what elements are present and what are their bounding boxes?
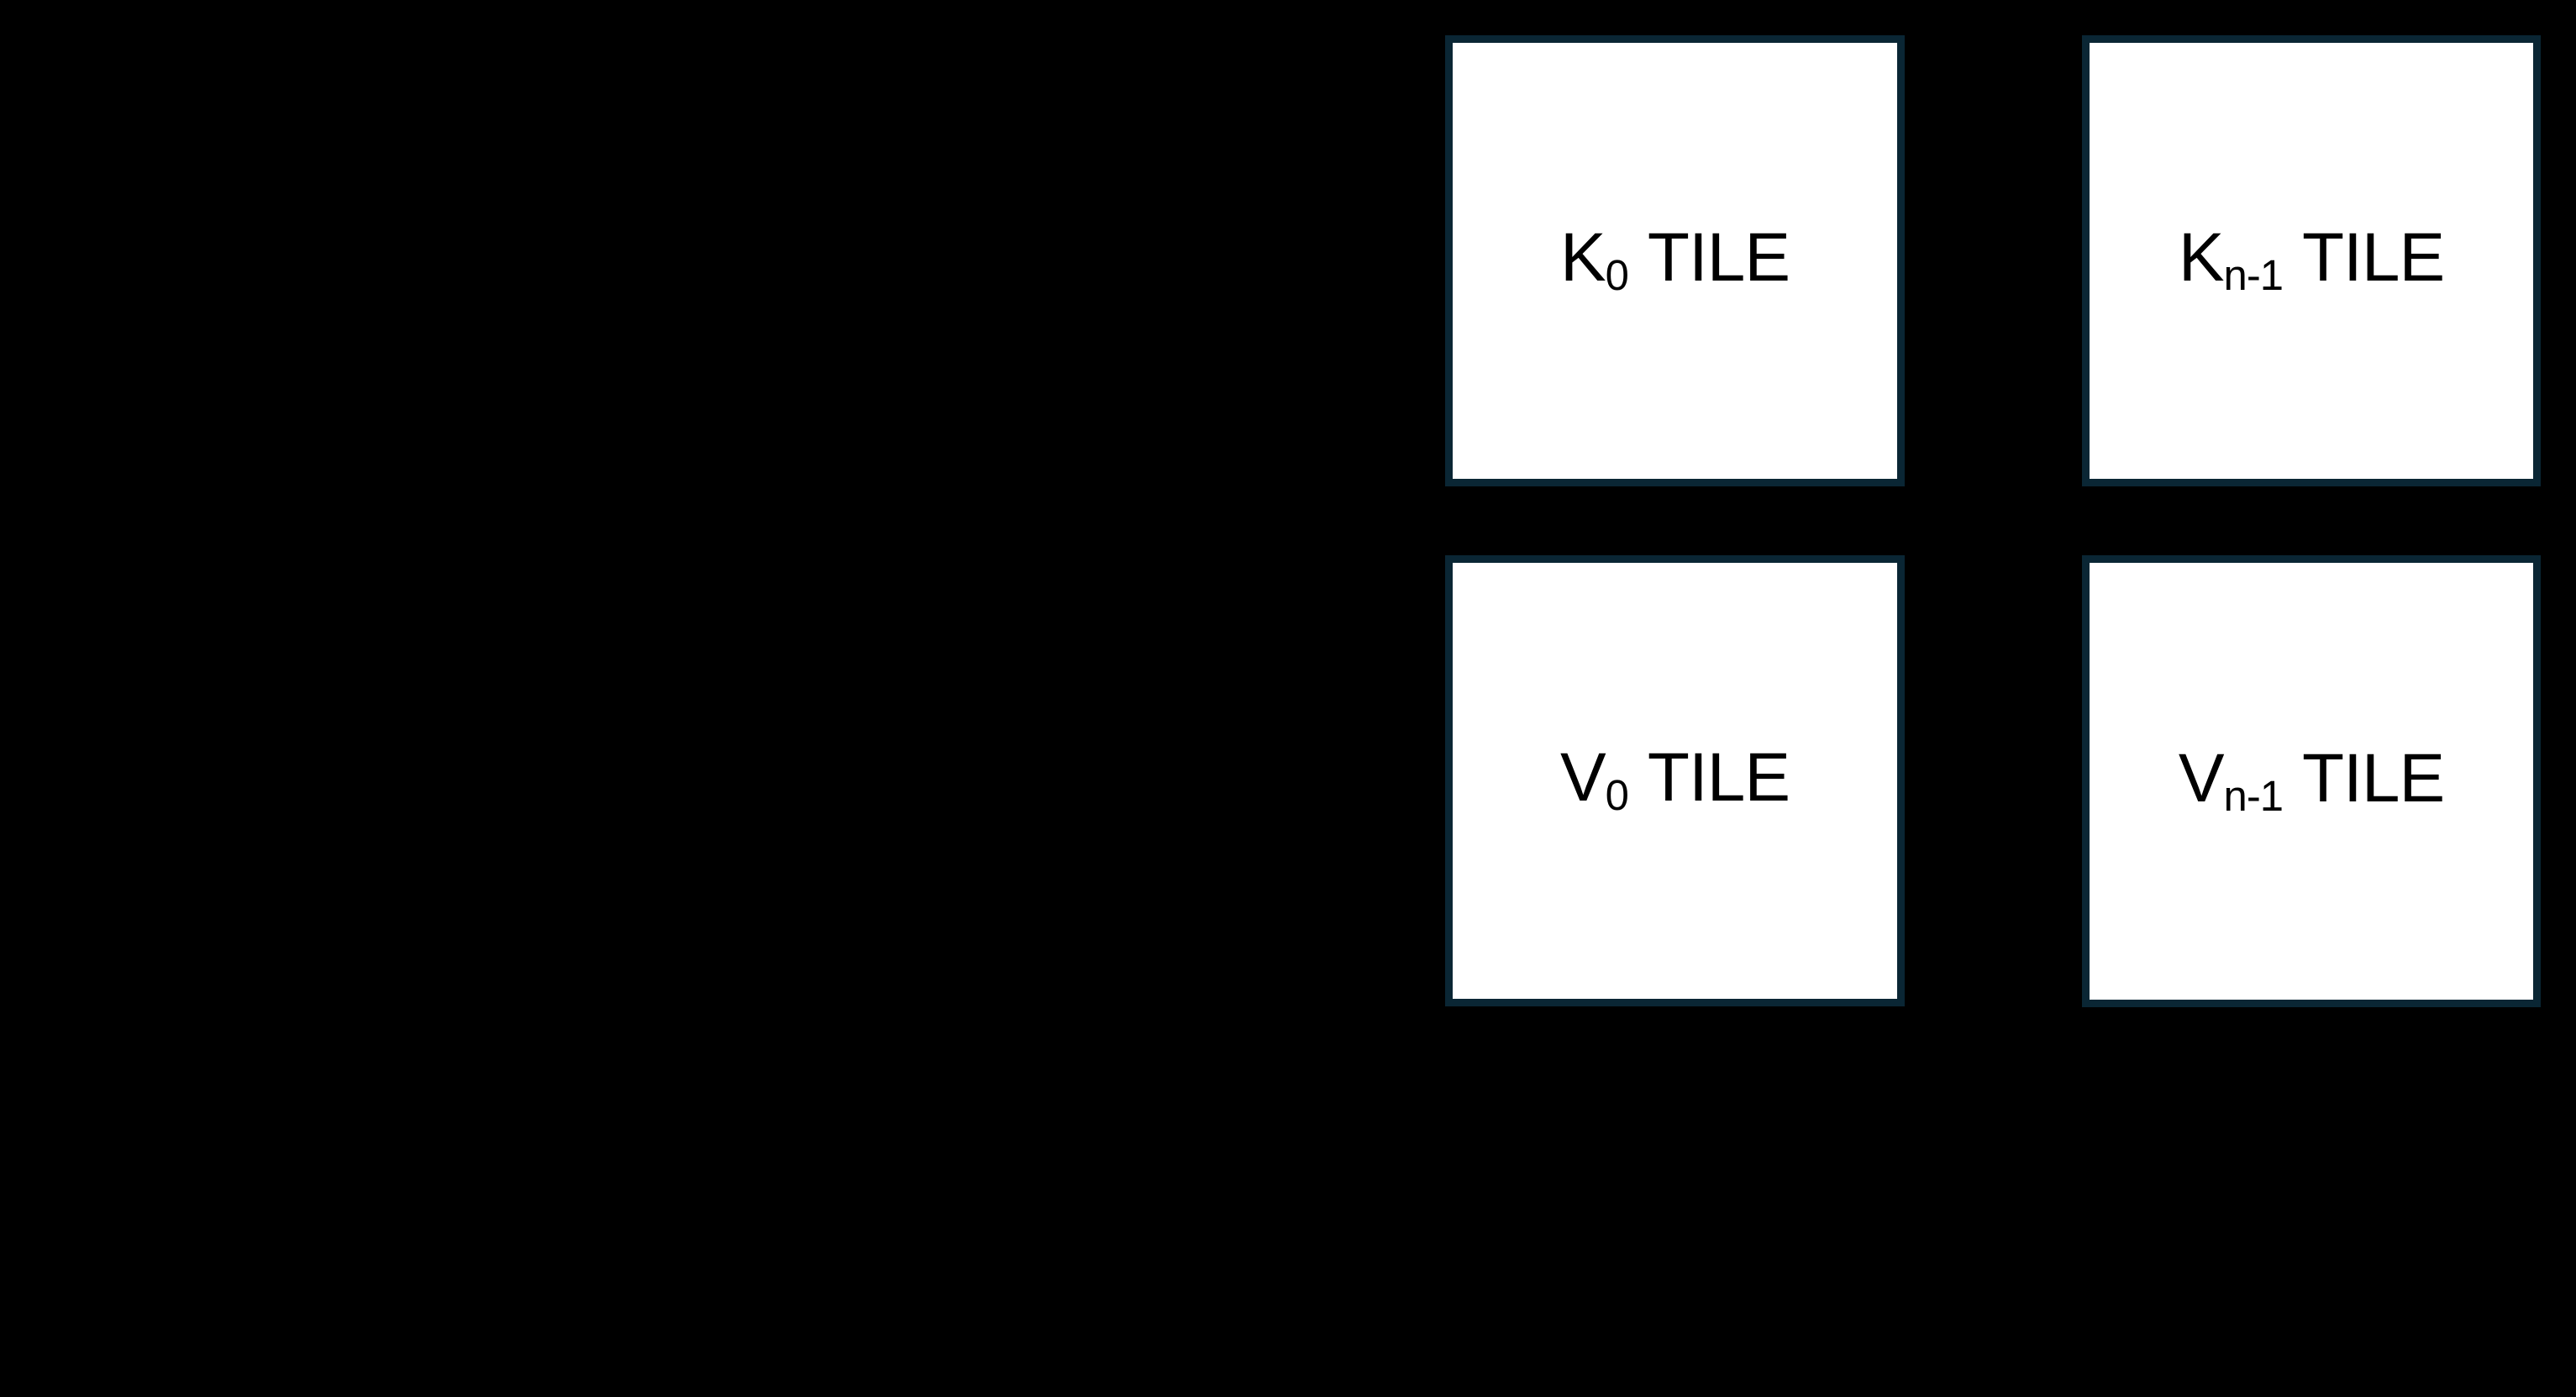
tile-subscript: 0	[1605, 771, 1629, 820]
tile-subscript: n-1	[2223, 772, 2284, 821]
k0-tile: K0 TILE	[1445, 35, 1905, 486]
tile-word: TILE	[2301, 739, 2445, 817]
vn-1-tile: Vn-1 TILE	[2082, 555, 2541, 1007]
kn-1-tile: Kn-1 TILE	[2082, 35, 2541, 486]
tile-letter: K	[1559, 219, 1606, 297]
tile-word: TILE	[1647, 219, 1790, 297]
tile-letter: V	[1559, 739, 1606, 817]
v0-tile: V0 TILE	[1445, 555, 1905, 1006]
tile-letter: V	[2178, 739, 2225, 817]
tile-subscript: n-1	[2223, 251, 2284, 300]
tile-word: TILE	[1647, 739, 1790, 817]
tile-letter: K	[2178, 219, 2225, 297]
tile-subscript: 0	[1605, 251, 1629, 300]
tile-word: TILE	[2301, 219, 2445, 297]
